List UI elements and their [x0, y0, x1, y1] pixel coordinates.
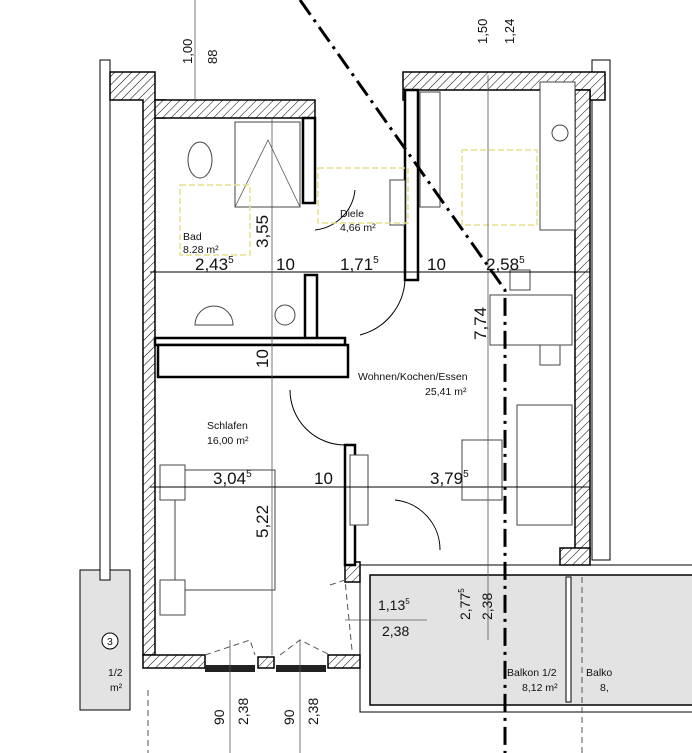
section-axis [298, 0, 507, 753]
neighbor-name: 1/2 [108, 667, 123, 679]
balcony-divider [565, 576, 572, 703]
furniture-zone-diele [317, 167, 409, 224]
dim-wall-10: 10 [253, 349, 272, 368]
dim-row2-1: 3,045 [213, 469, 252, 488]
neighbor-number: 3 [107, 636, 113, 648]
dim-balcony-door-height: 2,38 [479, 593, 495, 620]
nightstand-1 [159, 464, 186, 501]
wall-wardrobe [156, 343, 350, 379]
balcony [369, 574, 692, 706]
dim-top-right-b: 1,24 [502, 19, 517, 44]
dining-table [489, 294, 573, 346]
dim-balcony-door-width: 2,775 [457, 588, 473, 620]
dim-door-height: 2,38 [382, 623, 409, 639]
room-area-bad: 8.28 m² [183, 244, 219, 256]
toilet [187, 141, 213, 179]
stove-icon [551, 124, 569, 142]
wall-bad-corridor [303, 273, 319, 342]
balcony-outline [359, 564, 692, 713]
dim-window1-height: 2,38 [235, 698, 251, 725]
door-schlafen [289, 389, 346, 446]
dim-schlafen-depth: 5,22 [253, 505, 272, 538]
washing-machine [274, 304, 296, 326]
room-name-schlafen: Schlafen [207, 420, 248, 432]
nightstand-2 [159, 579, 186, 616]
kitchen-counter-left [419, 91, 441, 208]
dim-window2-height: 2,38 [305, 698, 321, 725]
wall-diele-kitchen [403, 88, 420, 282]
room-area-wohnen: 25,41 m² [425, 386, 467, 398]
door-diele [314, 189, 356, 231]
dim-window1-width: 90 [211, 709, 227, 725]
neighbor-number-badge [101, 632, 119, 650]
dim-row2-2: 10 [314, 469, 333, 488]
dim-row1-1: 2,435 [195, 255, 234, 274]
neighbor-wall-left [99, 59, 111, 581]
bed [174, 469, 276, 591]
furniture-zone-kitchen [461, 149, 538, 226]
desk-diele [389, 179, 406, 226]
door-entrance [359, 279, 406, 336]
door-wohnen [394, 499, 441, 551]
wall-bad-diele [301, 116, 317, 205]
sofa [516, 404, 573, 526]
dim-top-left-a: 1,00 [180, 39, 195, 64]
room-area-balkon-partial: 8, [600, 682, 609, 694]
dim-window2-width: 90 [281, 709, 297, 725]
room-name-bad: Bad [183, 231, 202, 243]
chair-2 [539, 344, 561, 366]
coffee-table [461, 439, 503, 501]
dim-bad-height: 3,55 [253, 215, 272, 248]
room-name-diele: Diele [340, 208, 364, 220]
dim-row2-3: 3,795 [430, 469, 469, 488]
balcony-door-swing [329, 579, 353, 651]
room-name-balkon-partial: Balko [586, 667, 612, 679]
tv-unit [349, 454, 369, 526]
dim-row1-5: 2,585 [486, 255, 525, 274]
dim-wohnen-depth: 7,74 [471, 307, 490, 340]
sink [194, 305, 234, 326]
neighbor-area: m² [110, 682, 123, 694]
kitchen-counter-right [539, 81, 576, 231]
room-name-wohnen: Wohnen/Kochen/Essen [358, 371, 468, 383]
exterior-wall-balcony-right [559, 547, 591, 566]
room-area-diele: 4,66 m² [340, 222, 376, 234]
dim-door-width: 1,135 [378, 597, 410, 613]
dim-row1-3: 1,715 [340, 255, 379, 274]
exterior-wall-right [574, 89, 591, 556]
dim-top-right-a: 1,50 [475, 19, 490, 44]
furniture-zone-bad [179, 184, 251, 256]
chair-1 [509, 269, 531, 291]
dim-top-left-b: 88 [205, 50, 220, 64]
exterior-wall-top-left [154, 99, 316, 119]
neighbor-wall-right [591, 59, 611, 561]
window-2 [276, 665, 326, 672]
shower [234, 121, 301, 208]
window-swing-1 [204, 639, 331, 656]
room-area-balkon: 8,12 m² [522, 682, 558, 694]
exterior-wall-bottom-right [327, 654, 361, 669]
room-area-schlafen: 16,00 m² [207, 435, 249, 447]
room-name-balkon: Balkon 1/2 [507, 667, 557, 679]
exterior-wall-bottom [142, 654, 206, 669]
dim-row1-4: 10 [427, 255, 446, 274]
dim-row1-2: 10 [276, 255, 295, 274]
wall-pillar [257, 656, 275, 669]
